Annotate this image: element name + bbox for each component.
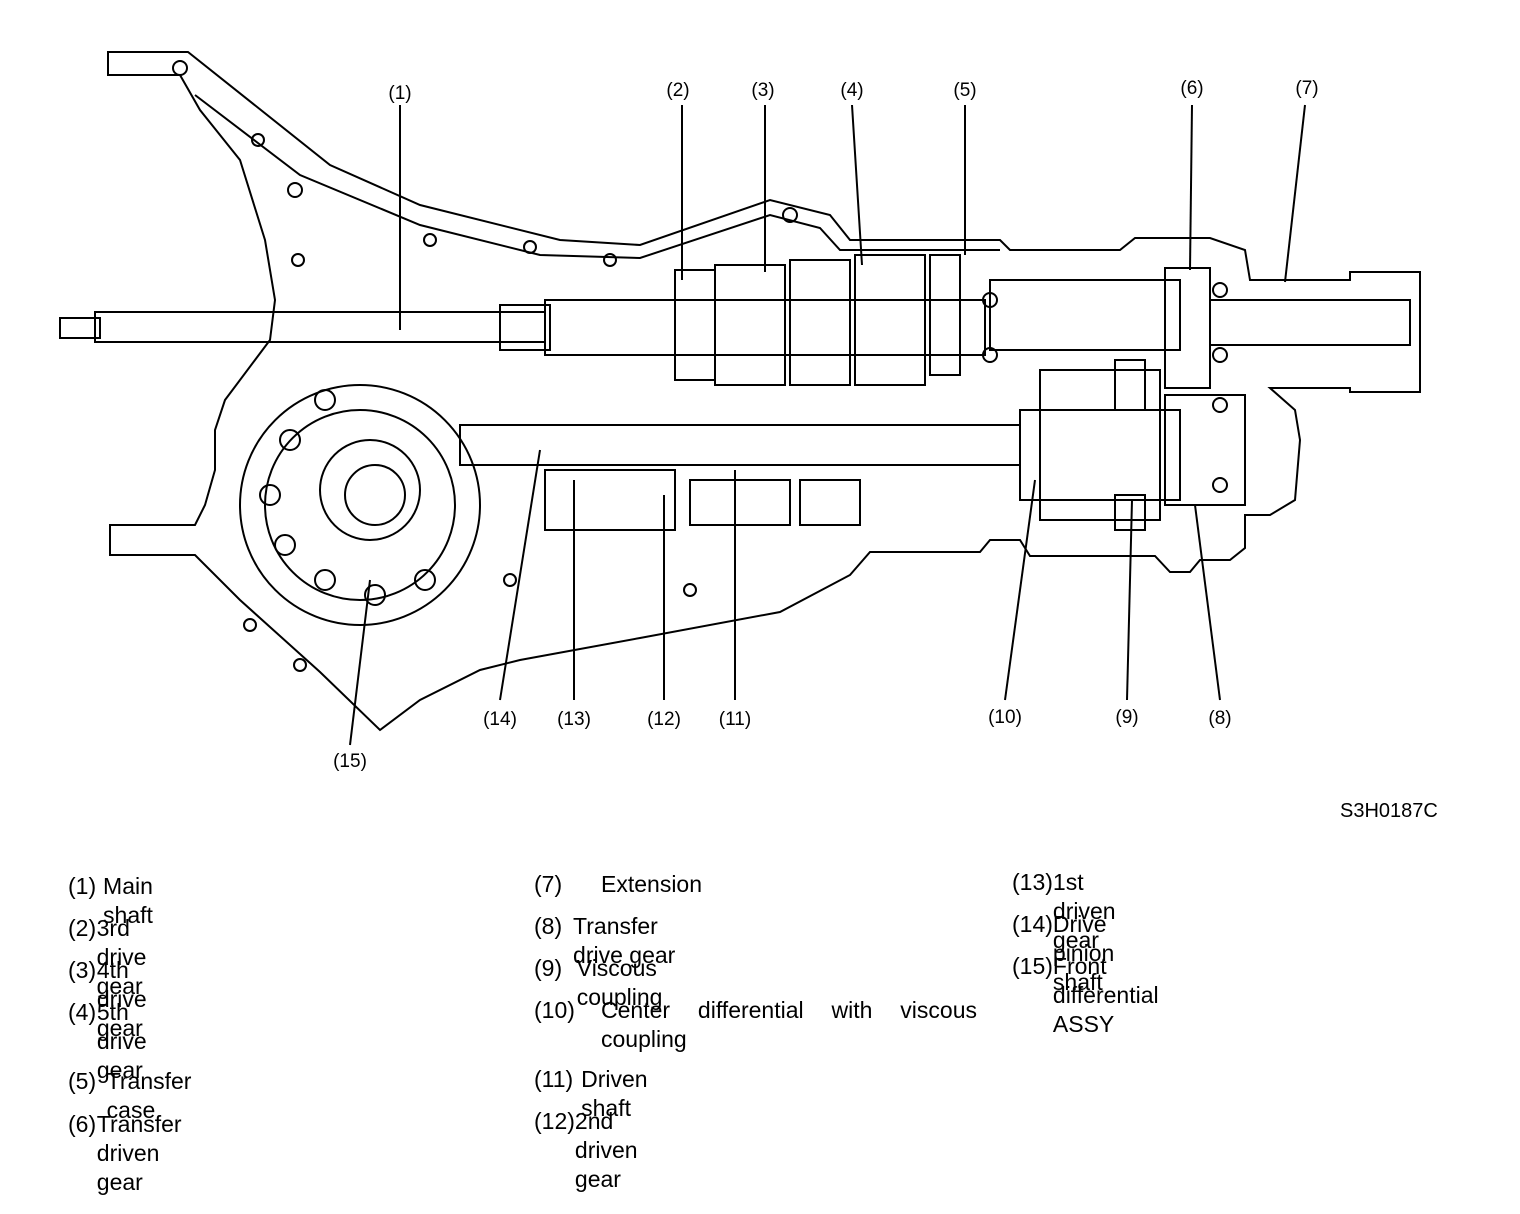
callout-4: (4) xyxy=(840,80,864,101)
legend-number: (15) xyxy=(1012,953,1053,979)
legend-text: 5th drive gear xyxy=(96,999,147,1083)
legend-text: 4th drive gear xyxy=(96,957,147,1041)
legend-item: (5) Transfer case xyxy=(68,1067,207,1125)
legend-item: (2) 3rd drive gear xyxy=(68,914,172,1001)
legend-item: (9) Viscous coupling xyxy=(534,954,687,1012)
legend-number: (4) xyxy=(68,999,97,1025)
callout-9: (9) xyxy=(1115,707,1139,728)
legend-number: (8) xyxy=(534,913,563,939)
transmission-cross-section-diagram xyxy=(59,51,1421,746)
legend-number: (3) xyxy=(68,957,97,983)
leader-line-6 xyxy=(1189,104,1193,271)
leader-line-14 xyxy=(499,449,541,701)
legend-number: (14) xyxy=(1012,911,1053,937)
legend-item: (7) Extension xyxy=(534,870,702,899)
legend-number: (7) xyxy=(534,871,563,897)
legend-number: (6) xyxy=(68,1111,97,1137)
leader-line-15 xyxy=(349,579,371,746)
callout-1: (1) xyxy=(388,83,412,104)
leader-line-8 xyxy=(1194,504,1221,701)
driven-shaft-shape xyxy=(459,424,1021,466)
callout-6: (6) xyxy=(1180,78,1204,99)
callout-2: (2) xyxy=(666,80,690,101)
legend-text: Drive pinion shaft xyxy=(1052,911,1115,995)
legend-number: (1) xyxy=(68,873,97,899)
legend-number: (9) xyxy=(534,955,563,981)
legend-number: (2) xyxy=(68,915,97,941)
legend-text: 3rd drive gear xyxy=(96,915,147,999)
legend-number: (12) xyxy=(534,1108,575,1134)
callout-11: (11) xyxy=(718,709,752,730)
legend-item: (4) 5th drive gear xyxy=(68,998,172,1085)
legend-text: Viscous coupling xyxy=(576,955,663,1010)
leader-line-10 xyxy=(1004,479,1036,701)
transmission-case-outline xyxy=(107,51,1421,732)
front-differential-shape xyxy=(239,384,481,626)
legend-number: (13) xyxy=(1012,869,1053,895)
legend-item: (3) 4th drive gear xyxy=(68,956,172,1043)
leader-line-7 xyxy=(1284,104,1306,283)
legend-text: Transfer driven gear xyxy=(96,1111,182,1195)
legend-text: 1st driven gear xyxy=(1052,869,1116,953)
leader-line-4 xyxy=(851,104,863,266)
main-shaft-shape xyxy=(94,311,546,343)
leader-line-9 xyxy=(1126,499,1133,701)
callout-10: (10) xyxy=(988,707,1022,728)
legend-item: (14) Drive pinion shaft xyxy=(1012,910,1140,997)
legend-item: (15) Front differential ASSY xyxy=(1012,952,1185,1039)
legend-item: (13) 1st driven gear xyxy=(1012,868,1142,955)
legend-number: (5) xyxy=(68,1068,97,1094)
callout-5: (5) xyxy=(953,80,977,101)
callout-15: (15) xyxy=(333,751,367,772)
callout-3: (3) xyxy=(751,80,775,101)
legend-text: Front differential ASSY xyxy=(1052,953,1159,1037)
legend-text: Transfer drive gear xyxy=(573,913,676,968)
legend-item: (12) 2nd driven gear xyxy=(534,1107,664,1194)
legend-text: Center differential with viscous couplin… xyxy=(601,997,977,1052)
callout-14: (14) xyxy=(483,709,517,730)
figure-id: S3H0187C xyxy=(1340,800,1438,822)
legend-item: (10) Center differential with viscous co… xyxy=(534,996,977,1054)
legend-item: (1) Main shaft xyxy=(68,872,172,930)
legend-number: (11) xyxy=(534,1066,574,1092)
legend-number: (10) xyxy=(534,997,575,1023)
callout-7: (7) xyxy=(1295,78,1319,99)
legend-item: (11) Driven shaft xyxy=(534,1065,667,1123)
legend-text: Main shaft xyxy=(103,873,153,928)
legend-text: 2nd driven gear xyxy=(574,1108,638,1192)
callout-8: (8) xyxy=(1208,708,1232,729)
legend-item: (6) Transfer driven gear xyxy=(68,1110,207,1197)
legend-text: Extension xyxy=(601,871,703,897)
legend-text: Transfer case xyxy=(106,1068,192,1123)
legend-text: Driven shaft xyxy=(581,1066,648,1121)
callout-13: (13) xyxy=(557,709,591,730)
case-inner-outline xyxy=(194,94,1000,260)
callout-12: (12) xyxy=(647,709,681,730)
legend-item: (8) Transfer drive gear xyxy=(534,912,686,970)
